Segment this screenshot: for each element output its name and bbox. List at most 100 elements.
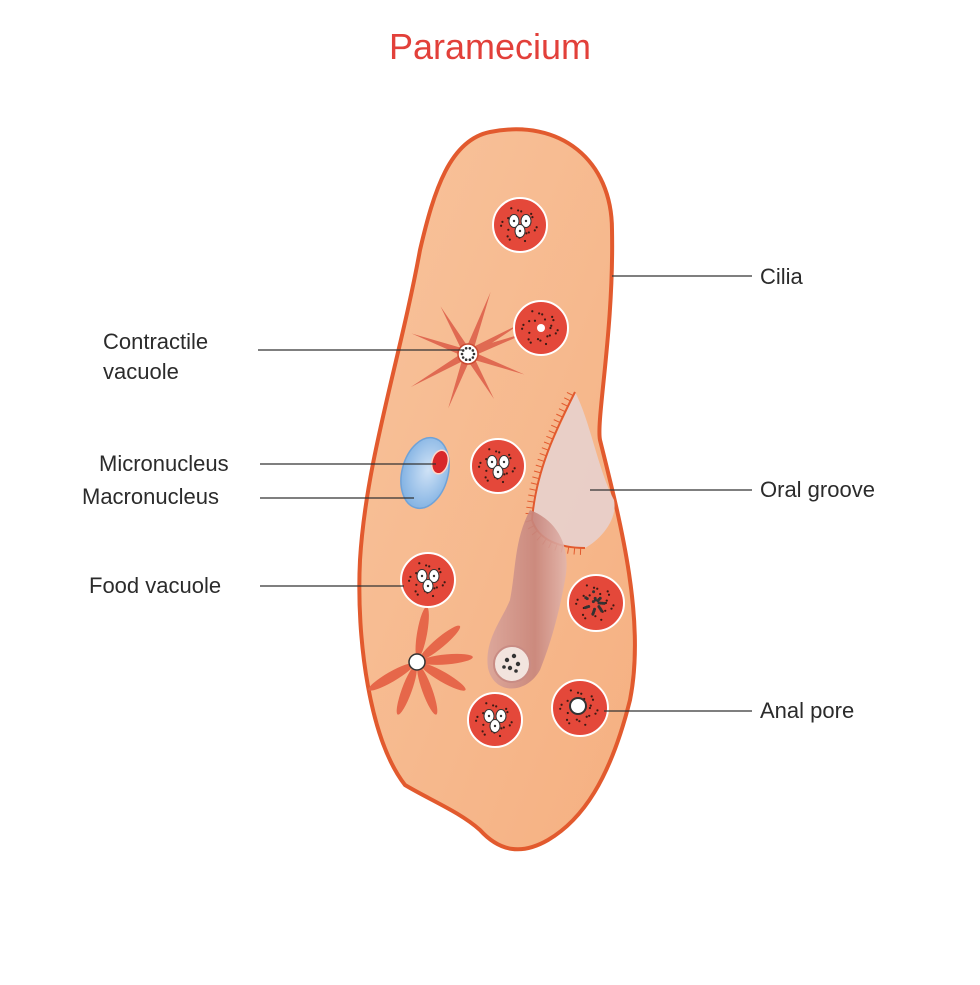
speckle bbox=[586, 584, 588, 586]
speckle bbox=[555, 332, 557, 334]
speckle bbox=[582, 614, 584, 616]
speckle bbox=[606, 600, 608, 602]
speckle bbox=[600, 619, 602, 621]
speckle bbox=[545, 343, 547, 345]
speckle bbox=[536, 226, 538, 228]
speckle bbox=[589, 594, 591, 596]
speckle bbox=[476, 716, 478, 718]
label-contractile-vacuole-line2: vacuole bbox=[103, 357, 208, 387]
speckle bbox=[503, 726, 505, 728]
speckle bbox=[425, 564, 427, 566]
food-particle-dot bbox=[525, 220, 527, 222]
speckle bbox=[578, 720, 580, 722]
speckle bbox=[485, 702, 487, 704]
vacuole-center bbox=[537, 324, 545, 332]
digest-dot bbox=[591, 613, 594, 616]
digest-dot bbox=[603, 602, 606, 605]
speckle bbox=[495, 450, 497, 452]
speckle bbox=[432, 595, 434, 597]
speckle bbox=[495, 705, 497, 707]
food-vacuole bbox=[514, 301, 568, 355]
contractile-vacuole-lower-center bbox=[409, 654, 425, 670]
dot bbox=[462, 349, 465, 352]
speckle bbox=[509, 238, 511, 240]
food-particle-dot bbox=[427, 585, 429, 587]
speckle bbox=[551, 316, 553, 318]
speckle bbox=[534, 229, 536, 231]
speckle bbox=[544, 318, 546, 320]
speckle bbox=[528, 231, 530, 233]
speckle bbox=[438, 568, 440, 570]
speckle bbox=[478, 466, 480, 468]
speckle bbox=[475, 720, 477, 722]
speckle bbox=[524, 240, 526, 242]
label-food-vacuole: Food vacuole bbox=[89, 571, 221, 601]
speckle bbox=[596, 588, 598, 590]
speckle bbox=[557, 329, 559, 331]
digest-dot bbox=[584, 596, 587, 599]
dot bbox=[473, 353, 476, 356]
digest-dot bbox=[594, 597, 597, 600]
speckle bbox=[584, 724, 586, 726]
food-particle-dot bbox=[488, 715, 490, 717]
speckle bbox=[479, 462, 481, 464]
food-vacuole bbox=[493, 198, 547, 252]
speckle bbox=[428, 565, 430, 567]
food-vacuole bbox=[568, 575, 624, 631]
speckle bbox=[586, 716, 588, 718]
label-macronucleus: Macronucleus bbox=[82, 482, 219, 512]
speckle bbox=[492, 704, 494, 706]
label-contractile-vacuole-line1: Contractile bbox=[103, 327, 208, 357]
food-particle-dot bbox=[500, 715, 502, 717]
food-particle-dot bbox=[491, 461, 493, 463]
label-cilia: Cilia bbox=[760, 262, 803, 292]
speckle bbox=[550, 325, 552, 327]
speckle bbox=[520, 210, 522, 212]
speckle bbox=[608, 594, 610, 596]
speckle bbox=[482, 730, 484, 732]
speckle bbox=[517, 209, 519, 211]
speckle bbox=[503, 473, 505, 475]
speckle bbox=[607, 590, 609, 592]
speckle bbox=[498, 451, 500, 453]
digest-dot bbox=[592, 590, 595, 593]
speckle bbox=[567, 712, 569, 714]
speckle bbox=[439, 571, 441, 573]
speckle bbox=[570, 689, 572, 691]
speckle bbox=[511, 721, 513, 723]
speckle bbox=[418, 562, 420, 564]
speckle bbox=[502, 481, 504, 483]
speckle bbox=[576, 719, 578, 721]
speckle bbox=[506, 472, 508, 474]
speckle bbox=[482, 724, 484, 726]
speckle bbox=[415, 584, 417, 586]
speckle bbox=[537, 338, 539, 340]
speckle bbox=[592, 699, 594, 701]
speckle bbox=[599, 593, 601, 595]
speckle bbox=[577, 692, 579, 694]
speckle bbox=[546, 335, 548, 337]
speckle bbox=[604, 610, 606, 612]
speckle bbox=[433, 587, 435, 589]
food-particle-dot bbox=[494, 725, 496, 727]
speckle bbox=[568, 722, 570, 724]
speckle bbox=[487, 479, 489, 481]
food-particle-dot bbox=[433, 575, 435, 577]
speckle bbox=[521, 328, 523, 330]
food-vacuole bbox=[468, 693, 522, 747]
speckle bbox=[499, 735, 501, 737]
speckle bbox=[610, 608, 612, 610]
speckle bbox=[588, 715, 590, 717]
diagram-title: Paramecium bbox=[0, 26, 980, 68]
label-contractile-vacuole: Contractile vacuole bbox=[103, 327, 208, 387]
dot bbox=[469, 347, 472, 350]
digest-dot bbox=[584, 606, 587, 609]
speckle bbox=[549, 334, 551, 336]
speckle bbox=[484, 733, 486, 735]
speckle bbox=[549, 327, 551, 329]
speckle bbox=[593, 587, 595, 589]
food-particle-dot bbox=[519, 230, 521, 232]
speckle bbox=[594, 615, 596, 617]
speckle bbox=[525, 232, 527, 234]
speckle bbox=[485, 470, 487, 472]
